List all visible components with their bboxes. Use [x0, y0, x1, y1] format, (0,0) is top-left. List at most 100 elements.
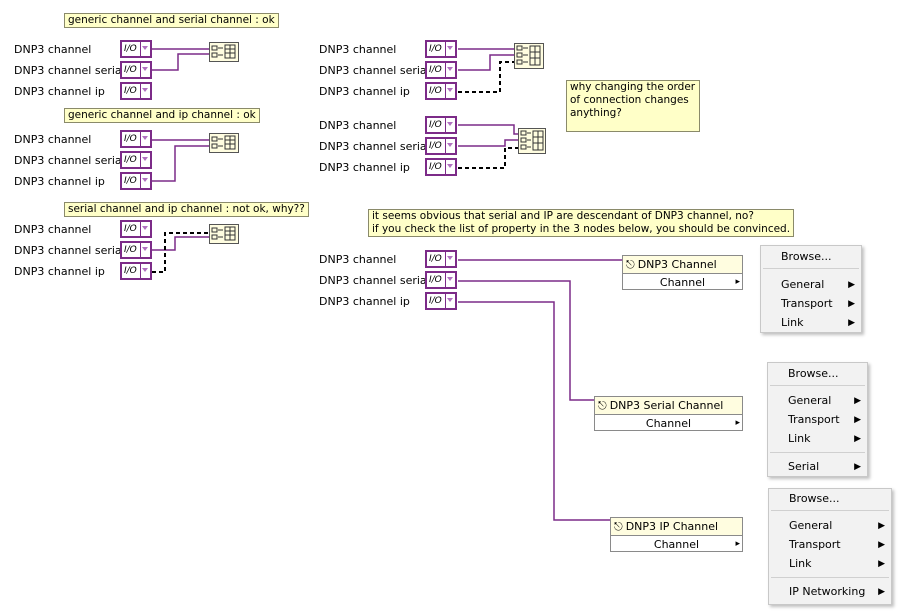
dropdown-icon[interactable] — [445, 63, 455, 77]
dropdown-icon[interactable] — [445, 139, 455, 153]
menu-item-general[interactable]: General▶ — [788, 394, 861, 408]
chevron-right-icon: ▶ — [878, 587, 885, 597]
property-item[interactable]: Channel — [623, 274, 742, 290]
menu-item-link[interactable]: Link▶ — [788, 432, 861, 446]
chevron-right-icon: ▶ — [854, 462, 861, 472]
dropdown-icon[interactable] — [140, 264, 150, 278]
menu-item-serial[interactable]: Serial ▶ — [788, 460, 861, 474]
dnp3-channel-serial-control[interactable]: I/O — [425, 271, 457, 289]
label-dnp3-channel-serial: DNP3 channel serial — [14, 244, 125, 257]
io-glyph: I/O — [124, 245, 137, 255]
property-node-header[interactable]: ⎋DNP3 IP Channel — [611, 518, 742, 536]
property-node-dnp3-channel[interactable]: ⎋DNP3 Channel Channel — [622, 255, 743, 290]
chevron-right-icon: ▶ — [848, 299, 855, 309]
dropdown-icon[interactable] — [140, 42, 150, 56]
dnp3-channel-serial-control[interactable]: I/O — [120, 61, 152, 79]
dnp3-channel-control[interactable]: I/O — [425, 250, 457, 268]
menu-item-label: Serial — [788, 460, 820, 473]
dropdown-icon[interactable] — [445, 252, 455, 266]
dropdown-icon[interactable] — [445, 160, 455, 174]
dnp3-channel-serial-control[interactable]: I/O — [120, 151, 152, 169]
property-node-header[interactable]: ⎋DNP3 Serial Channel — [595, 397, 742, 415]
note-generic-serial: generic channel and serial channel : ok — [64, 13, 279, 28]
dnp3-channel-ip-control[interactable]: I/O — [120, 172, 152, 190]
property-item[interactable]: Channel — [611, 536, 742, 552]
menu-separator — [770, 385, 865, 386]
menu-item-label: General — [788, 394, 832, 407]
dropdown-icon[interactable] — [140, 132, 150, 146]
menu-item-label: Transport — [781, 297, 833, 310]
build-array-node[interactable] — [209, 42, 239, 62]
menu-item-transport[interactable]: Transport▶ — [789, 538, 885, 552]
build-array-node[interactable] — [209, 133, 239, 153]
dnp3-channel-ip-control[interactable]: I/O — [425, 82, 457, 100]
build-array-node[interactable] — [518, 128, 546, 154]
property-node-dnp3-ip-channel[interactable]: ⎋DNP3 IP Channel Channel — [610, 517, 743, 552]
menu-item-browse[interactable]: Browse... — [789, 492, 840, 505]
dnp3-channel-control[interactable]: I/O — [120, 40, 152, 58]
menu-separator — [770, 452, 865, 453]
menu-item-transport[interactable]: Transport▶ — [788, 413, 861, 427]
dnp3-channel-control[interactable]: I/O — [425, 116, 457, 134]
label-dnp3-channel-ip: DNP3 channel ip — [14, 85, 105, 98]
menu-item-link[interactable]: Link▶ — [781, 316, 855, 330]
label-dnp3-channel: DNP3 channel — [319, 253, 397, 266]
dropdown-icon[interactable] — [445, 42, 455, 56]
dnp3-channel-control[interactable]: I/O — [120, 130, 152, 148]
dnp3-channel-control[interactable]: I/O — [425, 40, 457, 58]
label-dnp3-channel-ip: DNP3 channel ip — [319, 85, 410, 98]
label-dnp3-channel: DNP3 channel — [319, 119, 397, 132]
menu-item-general[interactable]: General▶ — [789, 519, 885, 533]
build-array-node[interactable] — [514, 43, 544, 69]
dropdown-icon[interactable] — [445, 294, 455, 308]
io-glyph: I/O — [124, 134, 137, 144]
property-node-dnp3-serial-channel[interactable]: ⎋DNP3 Serial Channel Channel — [594, 396, 743, 431]
build-array-node[interactable] — [209, 224, 239, 244]
dnp3-channel-ip-control[interactable]: I/O — [425, 158, 457, 176]
dnp3-channel-serial-control[interactable]: I/O — [120, 241, 152, 259]
note-order-line-2: of connection changes — [570, 94, 689, 106]
chevron-right-icon: ▶ — [878, 521, 885, 531]
property-node-title: DNP3 Serial Channel — [609, 399, 724, 412]
property-item[interactable]: Channel — [595, 415, 742, 431]
label-dnp3-channel-ip: DNP3 channel ip — [319, 295, 410, 308]
property-node-icon: ⎋ — [598, 398, 607, 412]
dnp3-channel-serial-control[interactable]: I/O — [425, 137, 457, 155]
note-serial-ip: serial channel and ip channel : not ok, … — [64, 202, 309, 217]
menu-item-link[interactable]: Link▶ — [789, 557, 885, 571]
dropdown-icon[interactable] — [140, 84, 150, 98]
build-array-icon — [520, 130, 544, 151]
dropdown-icon[interactable] — [140, 153, 150, 167]
menu-item-general[interactable]: General▶ — [781, 278, 855, 292]
dropdown-icon[interactable] — [140, 222, 150, 236]
dnp3-channel-control[interactable]: I/O — [120, 220, 152, 238]
dropdown-icon[interactable] — [445, 84, 455, 98]
io-glyph: I/O — [429, 44, 442, 54]
io-glyph: I/O — [429, 296, 442, 306]
menu-item-browse[interactable]: Browse... — [788, 367, 839, 380]
dropdown-icon[interactable] — [140, 63, 150, 77]
note-generic-ip: generic channel and ip channel : ok — [64, 108, 260, 123]
io-glyph: I/O — [429, 120, 442, 130]
label-dnp3-channel-serial: DNP3 channel serial — [14, 64, 125, 77]
io-glyph: I/O — [429, 254, 442, 264]
dnp3-channel-ip-control[interactable]: I/O — [425, 292, 457, 310]
property-node-icon: ⎋ — [614, 519, 623, 533]
dnp3-channel-ip-control[interactable]: I/O — [120, 262, 152, 280]
menu-item-ip-networking[interactable]: IP Networking▶ — [789, 585, 885, 599]
dropdown-icon[interactable] — [445, 273, 455, 287]
dropdown-icon[interactable] — [445, 118, 455, 132]
label-dnp3-channel: DNP3 channel — [14, 133, 92, 146]
label-dnp3-channel-serial: DNP3 channel serial — [319, 274, 430, 287]
io-glyph: I/O — [124, 155, 137, 165]
menu-item-label: Link — [789, 557, 812, 570]
menu-item-transport[interactable]: Transport ▶ — [781, 297, 855, 311]
build-array-icon — [211, 135, 236, 150]
dnp3-channel-ip-control[interactable]: I/O — [120, 82, 152, 100]
property-node-header[interactable]: ⎋DNP3 Channel — [623, 256, 742, 274]
dropdown-icon[interactable] — [140, 243, 150, 257]
dnp3-channel-serial-control[interactable]: I/O — [425, 61, 457, 79]
menu-item-browse[interactable]: Browse... — [781, 250, 832, 263]
menu-item-label: Transport — [789, 538, 841, 551]
dropdown-icon[interactable] — [140, 174, 150, 188]
